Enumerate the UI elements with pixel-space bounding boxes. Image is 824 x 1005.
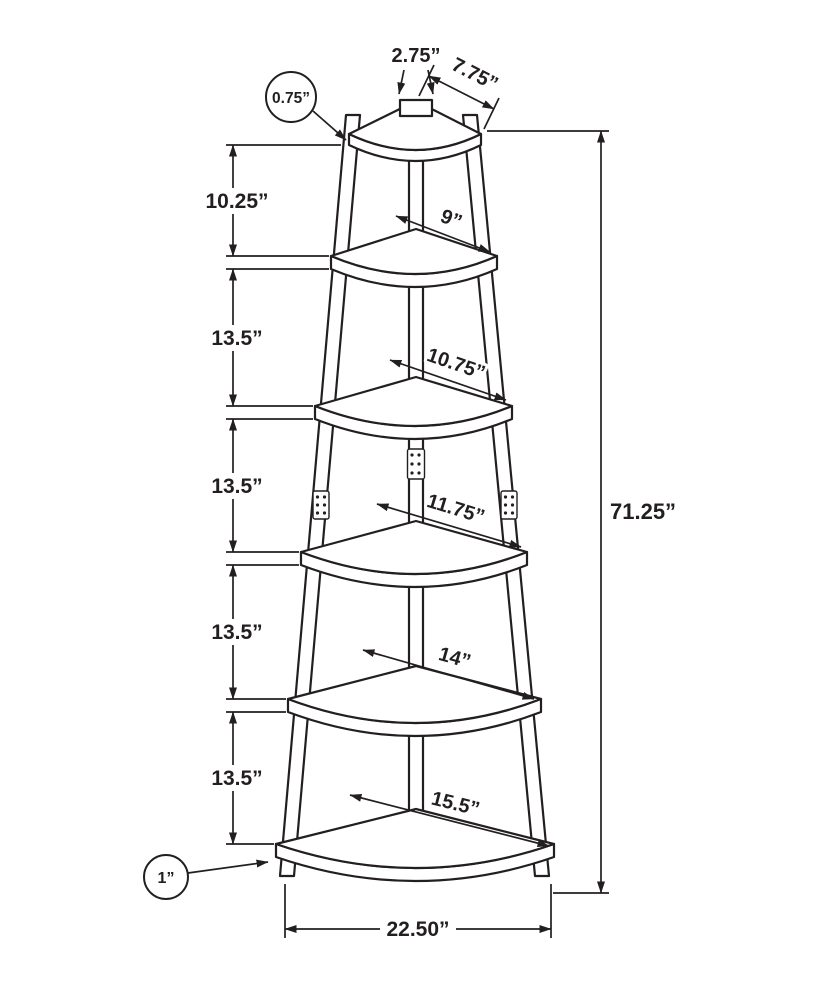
shelf-4 [286,664,543,738]
shelf-1-dimension-label: 9” [437,205,465,233]
screw-hole [417,462,421,466]
bracket-plate [406,448,426,480]
top-cap-top-surface [347,99,483,152]
leader-arrow [187,859,269,874]
shelf-thickness-callout: 0.75” [265,71,347,141]
base-width-dimension: 22.50” [284,884,552,942]
height-dimension: 71.25” [487,130,676,894]
label-mask [206,619,268,645]
shelf-4-dimension-label: 14” [436,643,473,673]
back-post-top-tab [398,98,434,118]
screw-hole [510,495,515,499]
top-depth-dimension-label: 2.75” [392,45,441,67]
screw-hole [410,471,414,475]
dimension-line [349,793,550,848]
gap-4-dimension-label: 13.5” [211,621,262,644]
top-gap-dimension-label: 10.25” [205,190,268,213]
label-mask [206,765,268,791]
right-leg-bracket [500,490,518,520]
shelf-5 [274,807,556,883]
leader-arrow [312,110,347,141]
callout-circle [143,854,189,900]
gap-2-dimension-label: 13.5” [211,327,262,350]
label-mask [206,473,268,499]
screw-hole [410,462,414,466]
shelf-1 [329,227,499,289]
leg-thickness-callout: 1” [143,854,269,900]
shelf-3-dimension-label: 11.75” [424,490,487,528]
dimension-line [362,649,535,700]
screw-hole [315,511,320,515]
screw-hole [322,511,327,515]
leader-arrow [397,69,406,95]
screw-hole [510,503,515,507]
shelf-2-dimension-label: 10.75” [424,344,488,384]
leg-thickness-label: 1” [158,870,175,887]
dimension-line [428,75,495,110]
shelf-thickness-label: 0.75” [272,90,310,107]
shelf-2 [313,375,514,441]
shelf-unit-drawing [274,98,556,883]
label-mask [206,325,268,351]
shelf-3 [299,519,529,589]
screw-hole [315,495,320,499]
left-leg-bracket [312,490,330,520]
base-width-dimension-label: 22.50” [386,918,449,941]
left-dimension-chain: 10.25” 13.5” 13.5” 13.5” 13.5” [199,144,341,845]
total-height-dimension-label: 71.25” [610,499,676,524]
post-bracket [406,448,426,480]
dimension-line [389,359,507,401]
top-depth-dimension: 2.75” [392,45,441,95]
screw-hole [410,453,414,457]
screw-hole [315,503,320,507]
screw-hole [503,495,508,499]
witness-line [483,97,500,130]
bracket-plate [500,490,518,520]
witness-line [418,64,435,97]
screw-hole [503,503,508,507]
label-mask [199,188,275,214]
screw-hole [503,511,508,515]
callout-circle [265,71,317,123]
gap-5-dimension-label: 13.5” [211,767,262,790]
dimension-line [376,503,522,548]
screw-hole [417,453,421,457]
screw-hole [322,503,327,507]
dimension-line [395,215,491,253]
label-mask [380,916,456,942]
screw-hole [510,511,515,515]
shelf-2-top-surface [313,375,514,428]
gap-3-dimension-label: 13.5” [211,475,262,498]
bracket-plate [312,490,330,520]
screw-hole [417,471,421,475]
top-cap-shelf [347,98,483,163]
screw-hole [322,495,327,499]
